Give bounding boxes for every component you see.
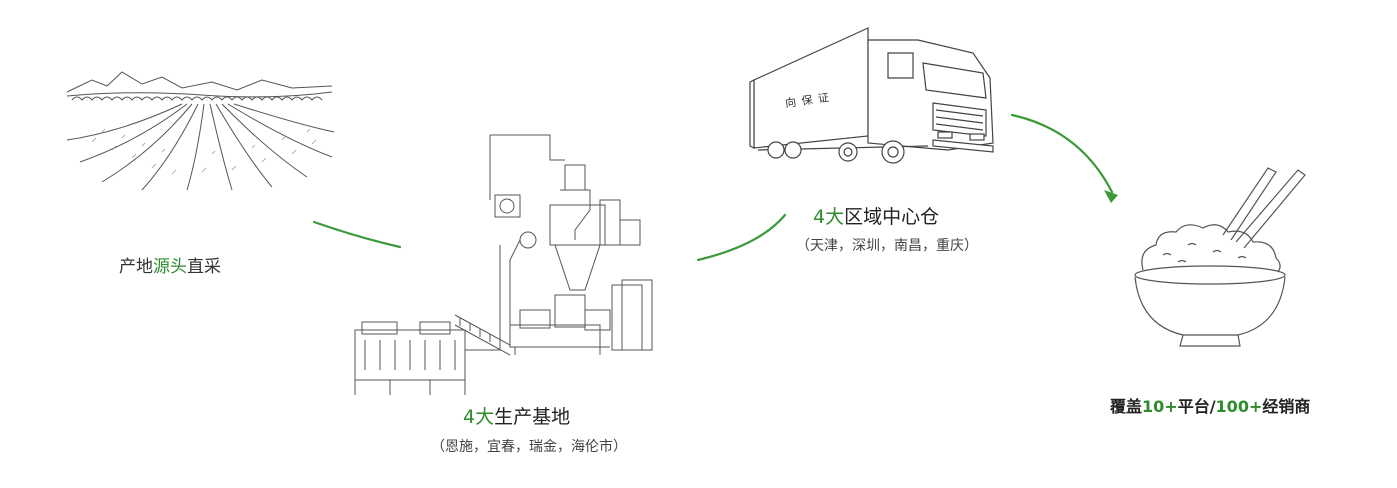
factory-machinery-icon xyxy=(354,134,653,395)
production-bases-cities: （恩施，宜春，瑞金，海伦市） xyxy=(431,439,627,455)
arrow-warehouse-to-coverage xyxy=(1010,113,1114,194)
arrow-bases-to-warehouse xyxy=(696,213,787,262)
regional-warehouse-label: 4大区域中心仓 xyxy=(813,206,940,228)
regional-warehouse-cities: （天津，深圳，南昌，重庆） xyxy=(796,238,978,254)
origin-label: 产地源头直采 xyxy=(119,257,221,277)
farmland-icon xyxy=(66,71,335,191)
delivery-truck-icon xyxy=(749,27,994,164)
arrowhead-icon xyxy=(1104,190,1118,203)
production-bases-label: 4大生产基地 xyxy=(463,406,571,428)
rice-bowl-icon xyxy=(1134,167,1306,347)
coverage-label: 覆盖10+平台/100+经销商 xyxy=(1110,397,1311,416)
arrow-origin-to-bases xyxy=(312,220,402,249)
